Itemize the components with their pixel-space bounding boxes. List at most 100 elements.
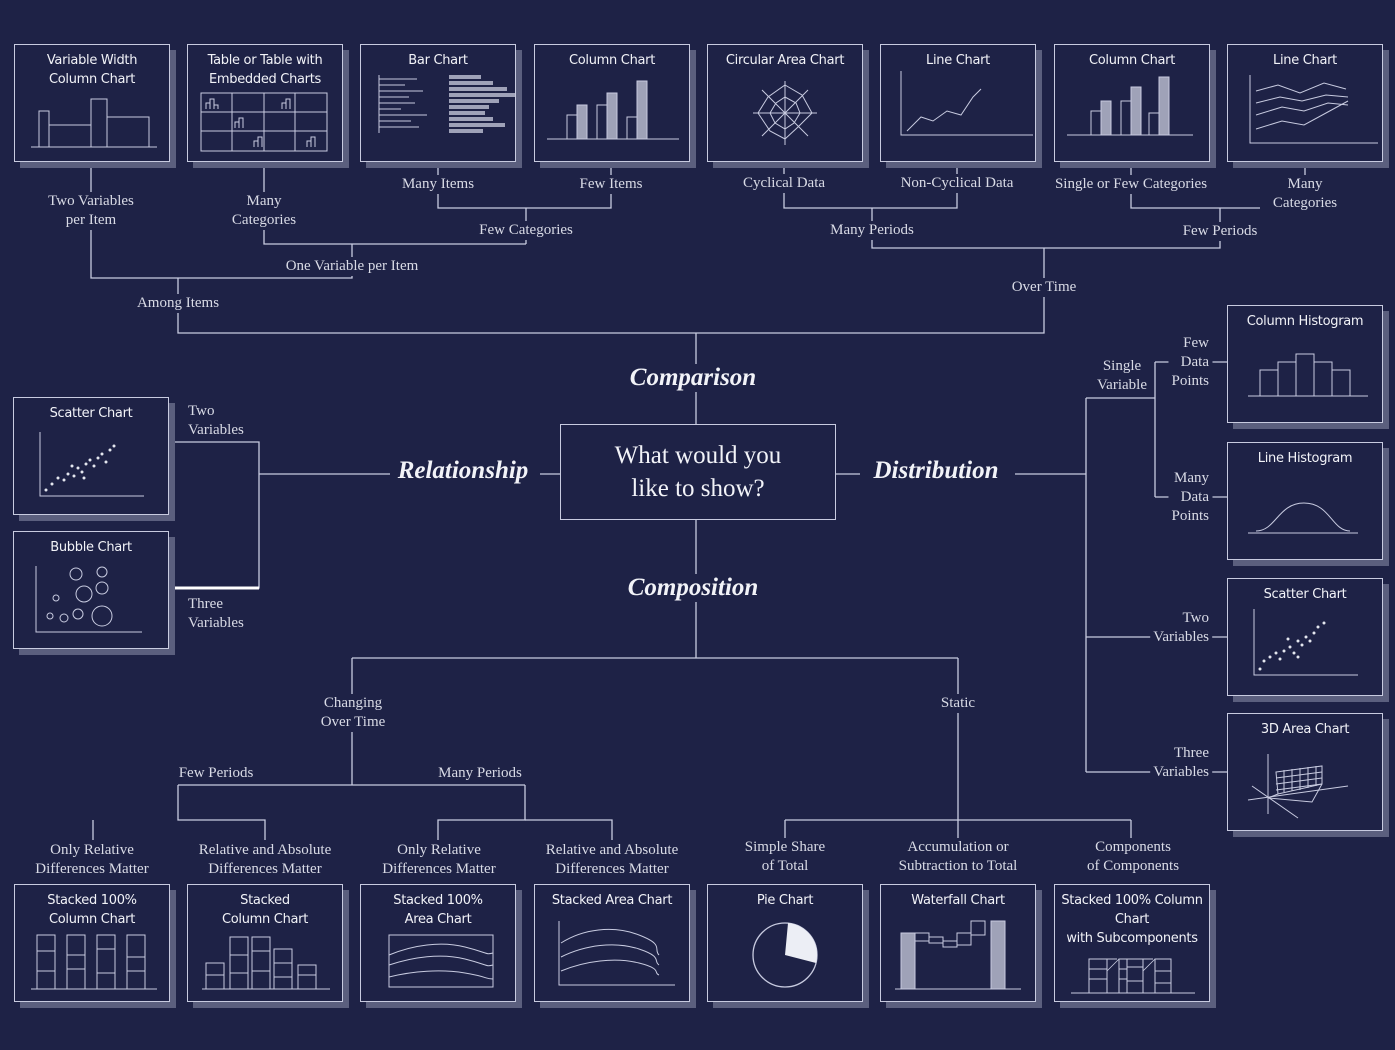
stacked-column-icon <box>202 936 330 990</box>
chart-title: Line Chart <box>1273 53 1337 68</box>
chart-title: Waterfall Chart <box>911 893 1005 908</box>
column-chart-icon <box>547 80 679 140</box>
chart-title: Table or Table with Embedded Charts <box>207 53 323 87</box>
chart-card-column-histogram: Column Histogram <box>1227 305 1383 423</box>
chart-card-table-embedded: Table or Table with Embedded Charts <box>187 44 343 162</box>
chart-card-line-histogram: Line Histogram <box>1227 442 1383 560</box>
chart-title: Stacked 100% Column Chart with Subcompon… <box>1061 893 1203 946</box>
chart-title: Scatter Chart <box>1263 587 1347 602</box>
branch-label: Over Time <box>1008 278 1080 297</box>
bar-chart-icon <box>378 75 515 133</box>
chart-title: Stacked 100% Column Chart <box>47 893 137 927</box>
variable-width-column-icon <box>31 98 157 148</box>
branch-label: Accumulation or Subtraction to Total <box>895 838 1021 876</box>
chart-card-column-chart-over-time: Column Chart <box>1054 44 1210 162</box>
branch-label: Only Relative Differences Matter <box>32 841 152 879</box>
chart-card-3d-area: 3D Area Chart <box>1227 713 1383 831</box>
branch-label: Static <box>937 694 979 713</box>
chart-card-stacked-column: Stacked Column Chart <box>187 884 343 1002</box>
line-histogram-icon <box>1248 502 1358 534</box>
chart-card-scatter-relationship: Scatter Chart <box>13 397 169 515</box>
branch-label: Many Categories <box>228 192 300 230</box>
chart-title: Line Histogram <box>1257 451 1353 466</box>
branch-label: Few Periods <box>1179 222 1261 241</box>
chart-card-line-chart-non-cyclical: Line Chart <box>880 44 1036 162</box>
3d-area-chart-icon <box>1247 754 1349 819</box>
branch-label: Few Periods <box>175 764 257 783</box>
chart-title: Stacked Column Chart <box>221 893 309 927</box>
stacked-100-column-icon <box>31 934 157 990</box>
line-chart-icon <box>900 71 1033 136</box>
radar-chart-icon <box>753 81 817 145</box>
branch-label: Simple Share of Total <box>741 838 829 876</box>
stacked-100-column-subcomponents-icon <box>1071 958 1195 994</box>
chart-card-variable-width-column: Variable Width Column Chart <box>14 44 170 162</box>
scatter-chart-icon <box>1253 609 1358 676</box>
branch-label: Two Variables <box>185 402 247 440</box>
branch-label: Non-Cyclical Data <box>897 174 1017 193</box>
branch-label: Cyclical Data <box>739 174 829 193</box>
chart-title: Scatter Chart <box>49 406 133 421</box>
bubble-chart-icon <box>35 566 142 633</box>
chart-title: Bar Chart <box>408 53 468 68</box>
chart-title: Line Chart <box>926 53 990 68</box>
comparison-heading: Comparison <box>625 364 761 392</box>
distribution-heading: Distribution <box>869 457 1003 485</box>
branch-label: Many Categories <box>1260 175 1350 213</box>
branch-label: Relative and Absolute Differences Matter <box>195 841 335 879</box>
chart-card-stacked-100-area: Stacked 100% Area Chart <box>360 884 516 1002</box>
chart-title: Bubble Chart <box>50 540 132 555</box>
chart-title: 3D Area Chart <box>1260 722 1350 737</box>
pie-chart-icon <box>752 922 818 988</box>
chart-card-circular-area: Circular Area Chart <box>707 44 863 162</box>
table-embedded-icon <box>200 92 328 152</box>
composition-heading: Composition <box>623 574 763 602</box>
multi-line-chart-icon <box>1249 75 1378 144</box>
chart-card-scatter-distribution: Scatter Chart <box>1227 578 1383 696</box>
chart-card-stacked-area: Stacked Area Chart <box>534 884 690 1002</box>
branch-label: Components of Components <box>1083 838 1183 876</box>
branch-label: Among Items <box>133 294 223 313</box>
scatter-chart-icon <box>39 432 144 497</box>
chart-card-stacked-100-column-subcomponents: Stacked 100% Column Chart with Subcompon… <box>1054 884 1210 1002</box>
chart-title: Stacked Area Chart <box>551 893 673 908</box>
branch-label: Many Items <box>398 175 478 194</box>
chart-title: Variable Width Column Chart <box>46 53 138 87</box>
branch-label: Few Items <box>576 175 646 194</box>
relationship-heading: Relationship <box>393 457 533 485</box>
chart-card-waterfall: Waterfall Chart <box>880 884 1036 1002</box>
branch-label: Changing Over Time <box>317 694 389 732</box>
waterfall-chart-icon <box>895 920 1021 990</box>
chart-card-bubble-chart: Bubble Chart <box>13 531 169 649</box>
branch-label: Few Categories <box>476 221 576 240</box>
chart-title: Circular Area Chart <box>725 53 845 68</box>
branch-label: Single or Few Categories <box>1051 175 1211 194</box>
center-question: What would you like to show? <box>560 424 836 520</box>
chart-card-stacked-100-column: Stacked 100% Column Chart <box>14 884 170 1002</box>
chart-card-bar-chart: Bar Chart <box>360 44 516 162</box>
column-chart-icon <box>1067 76 1193 136</box>
column-histogram-icon <box>1248 353 1368 397</box>
chart-title: Column Chart <box>1088 53 1176 68</box>
branch-label: One Variable per Item <box>282 257 422 276</box>
chart-title: Stacked 100% Area Chart <box>393 893 483 927</box>
chart-title: Pie Chart <box>756 893 814 908</box>
chart-title: Column Histogram <box>1246 314 1364 329</box>
branch-label: Two Variables per Item <box>45 192 137 230</box>
branch-label: Three Variables <box>1150 744 1212 782</box>
branch-label: Many Periods <box>435 764 525 783</box>
branch-label: Three Variables <box>185 595 247 633</box>
branch-label: Only Relative Differences Matter <box>379 841 499 879</box>
branch-label: Few Data Points <box>1168 334 1212 391</box>
chart-card-column-chart-few-items: Column Chart <box>534 44 690 162</box>
branch-label: Two Variables <box>1150 609 1212 647</box>
chart-card-line-chart-many-categories: Line Chart <box>1227 44 1383 162</box>
stacked-100-area-icon <box>388 934 494 988</box>
branch-label: Relative and Absolute Differences Matter <box>542 841 682 879</box>
branch-label: Many Periods <box>827 221 917 240</box>
branch-label: Single Variable <box>1094 357 1150 395</box>
chart-card-pie-chart: Pie Chart <box>707 884 863 1002</box>
chart-title: Column Chart <box>568 53 656 68</box>
stacked-area-icon <box>558 921 675 986</box>
